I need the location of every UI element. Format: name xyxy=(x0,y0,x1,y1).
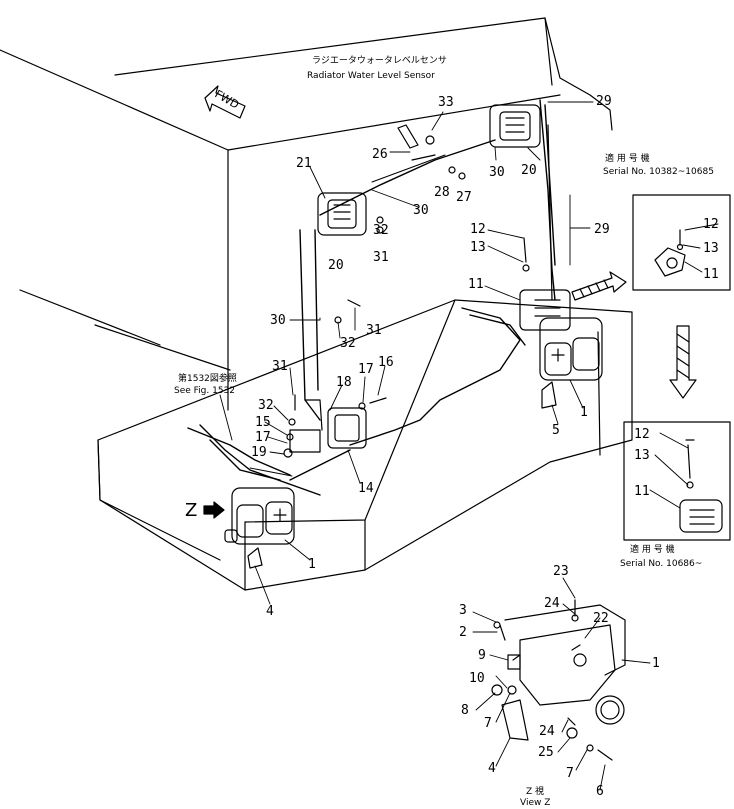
callout-28: 28 xyxy=(434,185,450,200)
callout-8: 8 xyxy=(461,703,469,718)
view-z-assembly xyxy=(491,599,626,761)
callout-23: 23 xyxy=(553,564,569,579)
sensor-caption-en: Radiator Water Level Sensor xyxy=(307,71,435,81)
callout-1: 1 xyxy=(652,656,660,671)
callout-31: 31 xyxy=(272,359,288,374)
callout-4: 4 xyxy=(266,604,274,619)
callout-30: 30 xyxy=(270,313,286,328)
work-lamp-right xyxy=(539,317,603,381)
hatched-arrow-down xyxy=(669,325,697,399)
water-level-sensor xyxy=(397,124,436,161)
callout-29: 29 xyxy=(594,222,610,237)
callout-31: 31 xyxy=(373,250,389,265)
callout-29: 29 xyxy=(596,94,612,109)
callout-2: 2 xyxy=(459,625,467,640)
callout-1: 1 xyxy=(308,557,316,572)
fender-outline xyxy=(97,299,633,591)
callout-22: 22 xyxy=(593,611,609,626)
callout-13: 13 xyxy=(703,241,719,256)
relay-block xyxy=(519,289,571,331)
callout-17: 17 xyxy=(358,362,374,377)
callout-12: 12 xyxy=(470,222,486,237)
callout-15: 15 xyxy=(255,415,271,430)
callout-20: 20 xyxy=(328,258,344,273)
fasteners xyxy=(283,166,530,458)
callout-33: 33 xyxy=(438,95,454,110)
harness-wires xyxy=(187,99,556,496)
callout-13: 13 xyxy=(634,448,650,463)
callout-11: 11 xyxy=(634,484,650,499)
callout-3: 3 xyxy=(459,603,467,618)
callout-12: 12 xyxy=(703,217,719,232)
callout-11: 11 xyxy=(703,267,719,282)
callout-27: 27 xyxy=(456,190,472,205)
z-marker-label: Z xyxy=(185,500,198,521)
callout-21: 21 xyxy=(296,156,312,171)
callout-13: 13 xyxy=(470,240,486,255)
serial2-caption-jp: 適 用 号 機 xyxy=(630,545,675,555)
work-lamp-mid xyxy=(327,407,367,449)
view-caption-jp: Z 視 xyxy=(526,787,545,797)
bracket-mid xyxy=(289,399,323,453)
callout-19: 19 xyxy=(251,445,267,460)
callout-24: 24 xyxy=(544,596,560,611)
callout-32: 32 xyxy=(340,336,356,351)
callout-32: 32 xyxy=(373,223,389,238)
callout-30: 30 xyxy=(489,165,505,180)
cab-outline xyxy=(0,17,613,411)
callout-5: 5 xyxy=(552,423,560,438)
z-view-arrow xyxy=(203,501,225,519)
callout-16: 16 xyxy=(378,355,394,370)
callout-25: 25 xyxy=(538,745,554,760)
inset-serial-1 xyxy=(632,194,731,291)
inset-serial-2 xyxy=(623,421,731,541)
callout-26: 26 xyxy=(372,147,388,162)
fwd-arrow xyxy=(204,85,246,119)
leader-lines xyxy=(219,101,719,791)
serial2-caption-en: Serial No. 10686~ xyxy=(620,559,703,569)
callout-17: 17 xyxy=(255,430,271,445)
callout-9: 9 xyxy=(478,648,486,663)
seefig-caption-jp: 第1532図参照 xyxy=(178,374,237,384)
serial1-caption-jp: 適 用 号 機 xyxy=(605,154,650,164)
work-lamp-upper-left xyxy=(317,192,367,236)
callout-31: 31 xyxy=(366,323,382,338)
view-caption-en: View Z xyxy=(520,798,551,808)
callout-20: 20 xyxy=(521,163,537,178)
callout-18: 18 xyxy=(336,375,352,390)
bracket-5 xyxy=(541,381,557,409)
callout-4: 4 xyxy=(488,761,496,776)
callout-11: 11 xyxy=(468,277,484,292)
hatched-arrow-right xyxy=(571,271,627,301)
serial1-caption-en: Serial No. 10382~10685 xyxy=(603,167,714,177)
callout-7: 7 xyxy=(566,766,574,781)
work-lamp-upper-right xyxy=(489,104,541,148)
callout-10: 10 xyxy=(469,671,485,686)
seefig-caption-en: See Fig. 1532 xyxy=(174,386,236,396)
callout-30: 30 xyxy=(413,203,429,218)
callout-1: 1 xyxy=(580,405,588,420)
callout-14: 14 xyxy=(358,481,374,496)
work-lamp-front xyxy=(224,487,295,545)
callout-6: 6 xyxy=(596,784,604,799)
callout-32: 32 xyxy=(258,398,274,413)
callout-7: 7 xyxy=(484,716,492,731)
callout-24: 24 xyxy=(539,724,555,739)
callout-12: 12 xyxy=(634,427,650,442)
bracket-4 xyxy=(247,547,263,569)
sensor-caption-jp: ラジエータウォータレベルセンサ xyxy=(312,56,447,66)
